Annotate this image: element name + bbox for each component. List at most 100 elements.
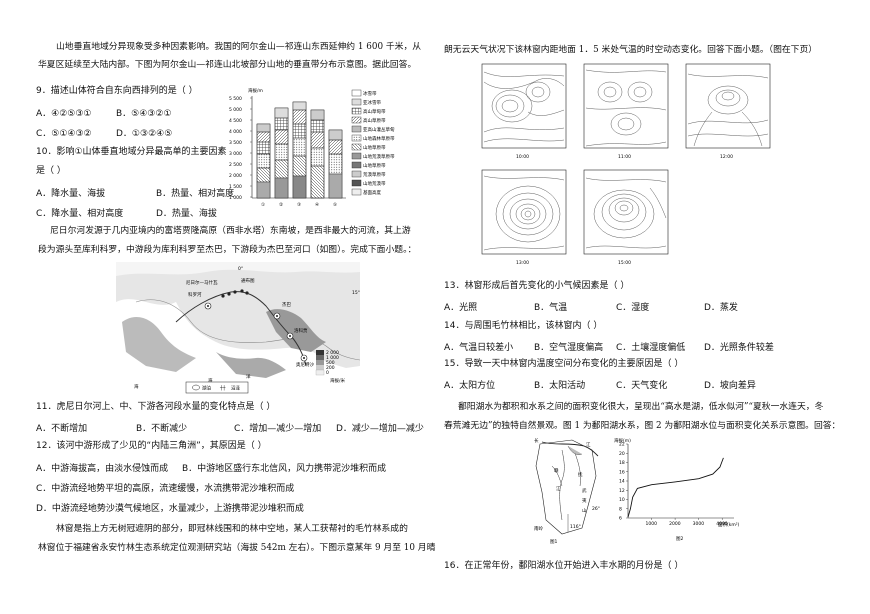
q10-option-a[interactable]: A．降水量、海拔 <box>36 189 106 199</box>
q9-option-a[interactable]: A．④②⑤③① <box>36 109 92 119</box>
q12-option-a[interactable]: A．中游海拔高，由淡水侵蚀而成 <box>36 464 169 474</box>
bar-4 <box>310 109 325 199</box>
contour-time-3: 12:00 <box>720 154 733 160</box>
chart-legend-label: 山地草原带 <box>363 144 386 151</box>
niger-river-map: 尼日尔—马什瓦 科罗河 通布图 杰巴 洛科贾 奥尼特沙 海 海 洋 15° 0°… <box>116 262 360 398</box>
fig2-y-tick: 6 <box>619 516 622 522</box>
fig1-label-gan: 赣 <box>554 467 559 474</box>
chart-legend-label: 山地草原带 <box>363 162 386 169</box>
fig2-y-tick: 14 <box>619 479 625 485</box>
map-label-4: 杰巴 <box>282 301 291 308</box>
q9-option-c[interactable]: C．⑤①④③② <box>36 129 92 139</box>
fig2-y-tick: 8 <box>619 506 622 512</box>
svg-text:200: 200 <box>326 365 335 371</box>
q11-option-b[interactable]: B．不断减少 <box>136 424 188 434</box>
map-lat-label: 15° <box>352 290 360 296</box>
map-elevation-legend: 2 000 1 000 500 200 0 海拔/米 <box>315 350 346 384</box>
q15-option-c[interactable]: C．天气变化 <box>616 381 668 391</box>
question-16: 16．在正常年份，鄱阳湖水位开始进入丰水期的月份是（ ） <box>444 561 684 571</box>
fig2-y-tick: 10 <box>619 497 625 503</box>
map-label-2: 科罗河 <box>188 291 202 298</box>
q9-option-d[interactable]: D．①③②④⑤ <box>116 129 173 139</box>
q11-option-d[interactable]: D．减少—增加—减少 <box>336 424 424 434</box>
chart-x-category: ① <box>261 202 265 208</box>
chart-legend-label: 山地荒漠带 <box>363 180 386 187</box>
intro-paragraph-2-line1: 尼日尔河发源于几内亚境内的富塔贾隆高原（西非水塔）东南坡，是西非最大的河流，其上… <box>50 226 411 236</box>
chart-y-tick: 2 000 <box>229 173 242 179</box>
intro-paragraph-5-line1: 鄱阳湖水为都积和水系之间的面积变化很大，呈现出“高水是湖，低水似河”“夏秋一水连… <box>458 402 824 412</box>
contour-time-2: 11:00 <box>618 154 631 160</box>
fig2-y-tick: 20 <box>619 451 625 457</box>
chart-legend-label: 亚冰雪带 <box>363 99 381 106</box>
chart-x-category: ③ <box>297 202 301 208</box>
chart-x-category: ⑤ <box>333 202 337 208</box>
chart-legend-swatch <box>351 188 362 196</box>
map-legend-swamp: 沼泽 <box>231 385 240 392</box>
fig2-y-tick: 22 <box>619 442 625 448</box>
q10-option-b[interactable]: B．热量、相对高度 <box>156 189 235 199</box>
svg-text:┼┼: ┼┼ <box>219 385 226 392</box>
fig1-label-wu: 武 <box>582 487 587 494</box>
map-label-5: 奥尼特沙 <box>296 361 314 368</box>
chart-legend-label: 高山草甸带 <box>363 108 386 115</box>
q15-option-b[interactable]: B．太阳活动 <box>534 381 586 391</box>
chart-legend-swatch <box>351 107 362 115</box>
fig2-y-tick: 16 <box>619 469 625 475</box>
q12-option-c[interactable]: C．中游流经地势平坦的高原，流速缓慢，水流携带泥沙堆积而成 <box>36 484 295 494</box>
svg-text:海拔/米: 海拔/米 <box>330 377 346 384</box>
chart-legend-label: 山地荒漠草原带 <box>363 153 395 160</box>
contour-panel-1200: 12:00 <box>685 63 771 160</box>
chart-legend-swatch <box>351 134 362 142</box>
intro-paragraph-1-line2: 华夏区延续至大陆内部。下图为阿尔金山—祁连山北坡部分山地的垂直带分布示意图。据此… <box>38 60 417 70</box>
fig2-x-tick: 1000 <box>646 521 658 527</box>
poyang-drainage-map: 长 江 赣 江 抚 武 夷 山 南岭 116° 26° 图1 <box>534 437 600 545</box>
bar-3 <box>292 101 307 199</box>
fig2-curve <box>627 457 724 518</box>
q11-option-c[interactable]: C．增加—减少—增加 <box>234 424 322 434</box>
q14-option-d[interactable]: D．光照条件较差 <box>704 343 774 353</box>
fig1-label-nanling: 南岭 <box>534 525 543 532</box>
q10-option-c[interactable]: C．降水量、相对高度 <box>36 209 124 219</box>
q13-option-a[interactable]: A．光照 <box>444 303 478 313</box>
q14-option-b[interactable]: B．空气湿度偏高 <box>534 343 604 353</box>
q14-option-c[interactable]: C．土壤湿度偏低 <box>616 343 686 353</box>
chart-y-label: 海拔/m <box>248 87 263 94</box>
q15-option-a[interactable]: A．太阳方位 <box>444 381 496 391</box>
map-label-6: 洛科贾 <box>294 327 308 334</box>
chart-y-tick: 1 500 <box>229 184 242 190</box>
q13-option-b[interactable]: B．气温 <box>534 303 568 313</box>
chart-legend-label: 基面高度 <box>363 189 381 196</box>
fig1-lat: 26° <box>592 506 600 512</box>
chart-y-tick: 2 500 <box>229 162 242 168</box>
q13-option-d[interactable]: D．蒸发 <box>704 303 738 313</box>
chart-legend-swatch <box>351 152 362 160</box>
question-15: 15．导致一天中林窗内温度空间分布变化的主要原因是（ ） <box>444 359 684 369</box>
intro-paragraph-2-line2: 段为源头至库利科罗，中游段为库利科罗至杰巴，下游段为杰巴至河口（如图）。完成下面… <box>38 245 417 255</box>
q12-option-b[interactable]: B．中游地区盛行东北信风，风力携带泥沙堆积而成 <box>182 464 387 474</box>
q11-option-a[interactable]: A．不断增加 <box>36 424 88 434</box>
q10-option-d[interactable]: D．热量、海拔 <box>156 209 217 219</box>
svg-text:1 000: 1 000 <box>326 355 339 361</box>
chart-legend-label: 亚高山灌丛草甸 <box>363 126 395 133</box>
chart-legend-swatch <box>351 116 362 124</box>
q12-option-d[interactable]: D．中游流经地势沙漠气候地区，水量减少，上游携带泥沙堆积而成 <box>36 504 304 514</box>
q14-option-a[interactable]: A．气温日较差小 <box>444 343 514 353</box>
intro-paragraph-5-line2: 春荒滩无边”的独特自然景观。图 1 为鄱阳湖水系，图 2 为鄱阳湖水位与面积变化… <box>444 421 841 431</box>
fig1-caption: 图1 <box>550 539 557 545</box>
q15-option-d[interactable]: D．坡向差异 <box>704 381 756 391</box>
q9-option-b[interactable]: B．⑤④③②① <box>116 109 172 119</box>
bar-2 <box>274 107 289 199</box>
chart-legend-label: 山地森林草原带 <box>363 135 395 142</box>
chart-x-category: ② <box>279 202 283 208</box>
fig2-x-tick: 4000 <box>716 521 728 527</box>
chart-y-tick: 5 000 <box>229 107 242 113</box>
bar-1 <box>256 123 271 199</box>
fig1-label-chang: 长 <box>534 437 539 444</box>
fig2-y-tick: 12 <box>619 488 625 494</box>
map-label-1: 尼日尔—马什瓦 <box>186 279 218 286</box>
q13-option-c[interactable]: C．湿度 <box>616 303 650 313</box>
intro-paragraph-1-line1: 山地垂直地域分异现象受多种因素影响。我国的阿尔金山—祁连山东西延伸约 1 600… <box>56 42 422 52</box>
fig2-x-tick: 2000 <box>669 521 681 527</box>
contour-panel-1100: 11:00 <box>583 63 669 160</box>
